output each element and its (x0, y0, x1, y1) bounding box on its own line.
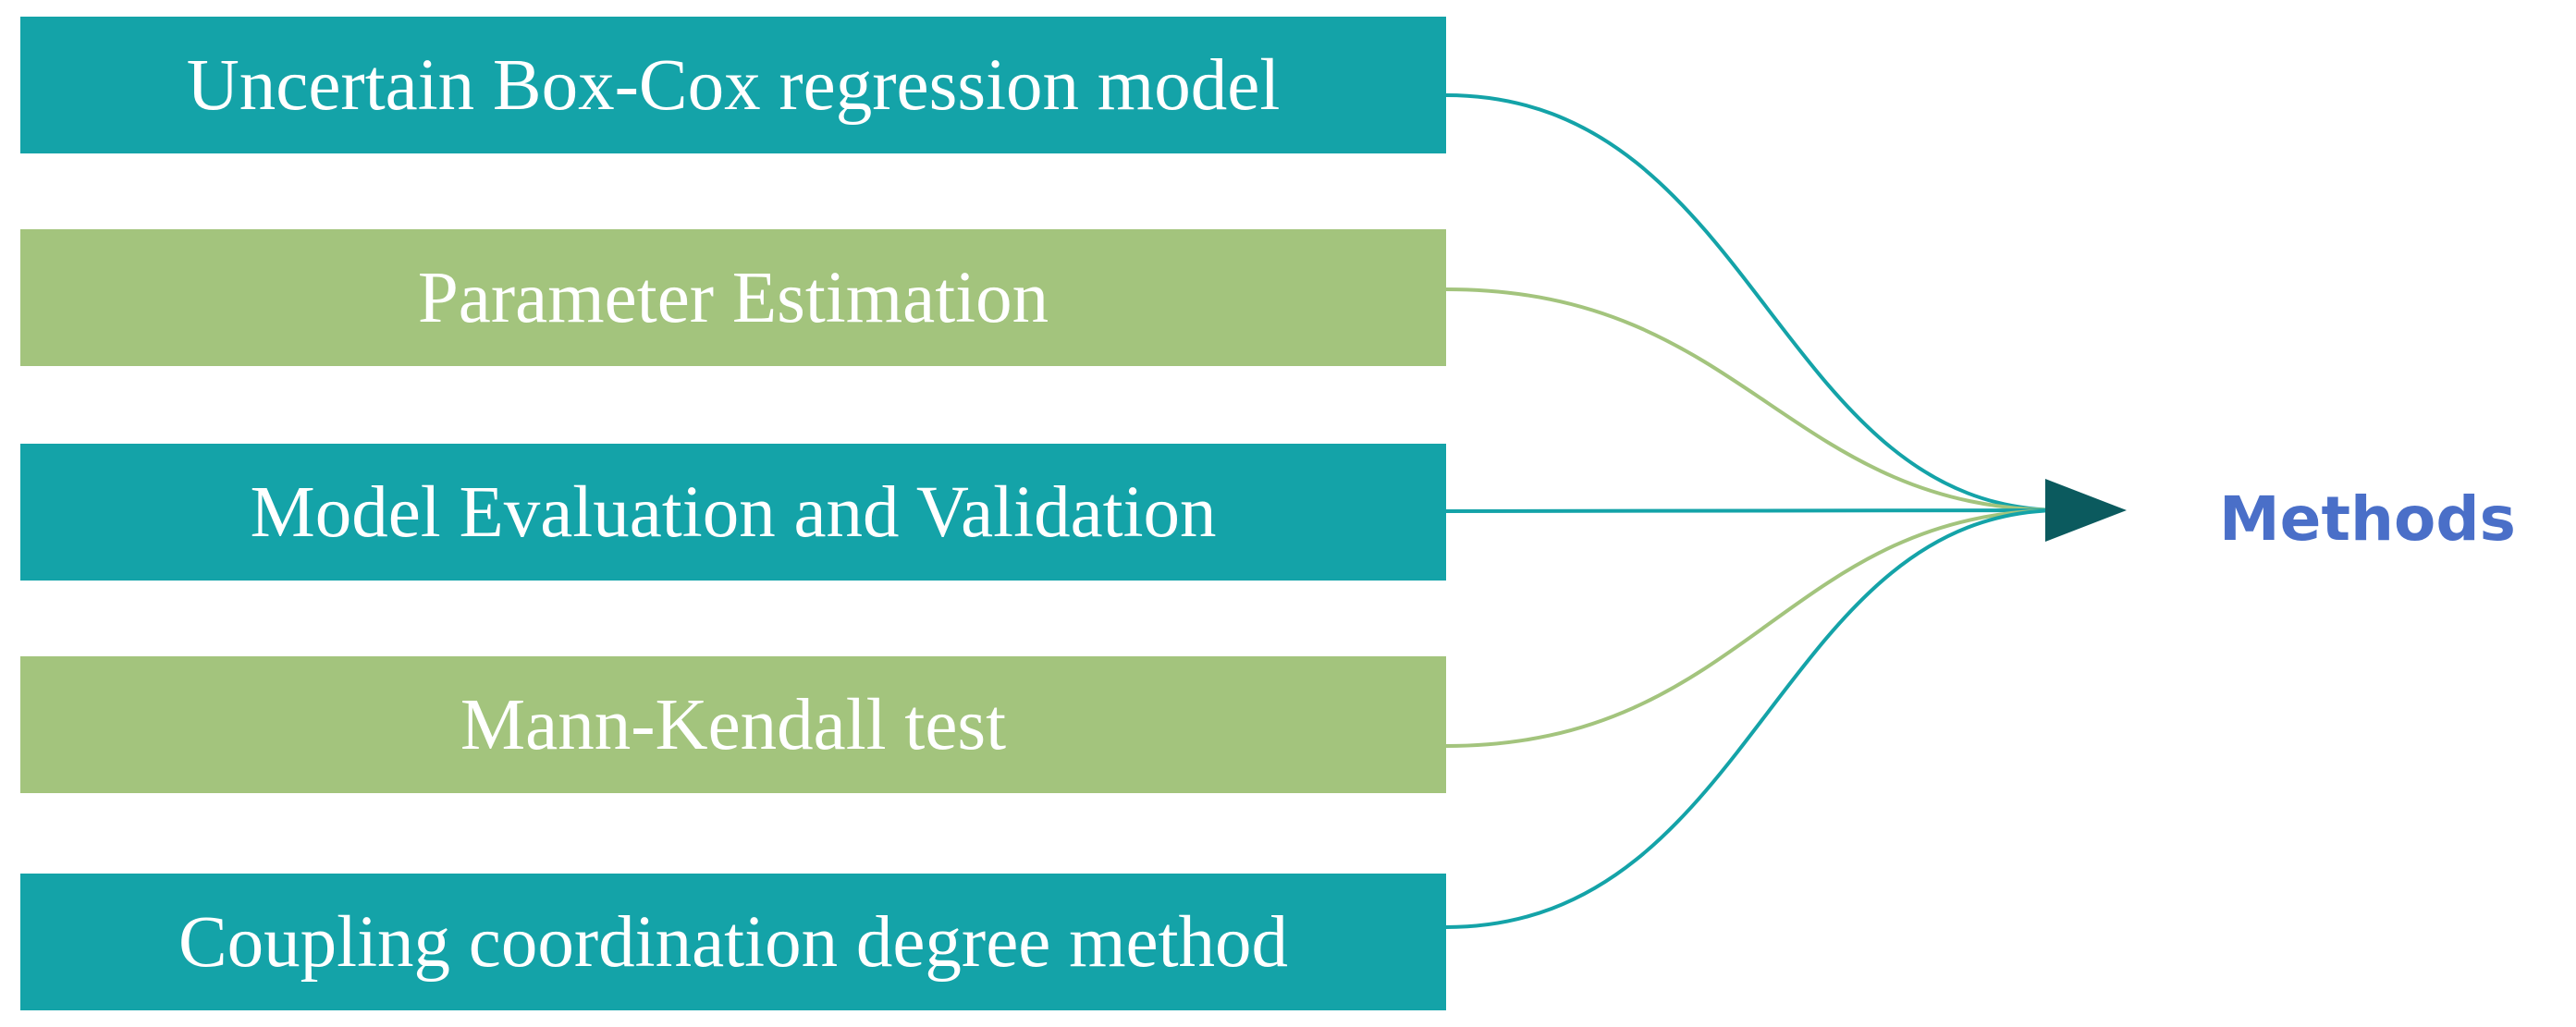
method-label: Parameter Estimation (417, 257, 1049, 338)
connector-line-mann-kendall (1445, 508, 2063, 748)
method-label: Uncertain Box-Cox regression model (186, 44, 1281, 126)
method-label: Coupling coordination degree method (178, 901, 1289, 983)
connector-line-coupling-coordination (1445, 508, 2063, 929)
arrowhead-icon (2045, 479, 2127, 542)
connector-line-model-evaluation (1445, 508, 2063, 513)
method-box-box-cox-regression: Uncertain Box-Cox regression model (20, 17, 1446, 153)
method-label: Model Evaluation and Validation (250, 471, 1217, 553)
method-box-model-evaluation: Model Evaluation and Validation (20, 444, 1446, 581)
connector-line-parameter-estimation (1445, 287, 2063, 512)
method-box-coupling-coordination: Coupling coordination degree method (20, 874, 1446, 1010)
method-label: Mann-Kendall test (460, 684, 1007, 765)
methods-target-label: Methods (2219, 483, 2516, 555)
method-box-parameter-estimation: Parameter Estimation (20, 229, 1446, 366)
method-box-mann-kendall: Mann-Kendall test (20, 656, 1446, 793)
connector-line-box-cox (1445, 93, 2063, 512)
